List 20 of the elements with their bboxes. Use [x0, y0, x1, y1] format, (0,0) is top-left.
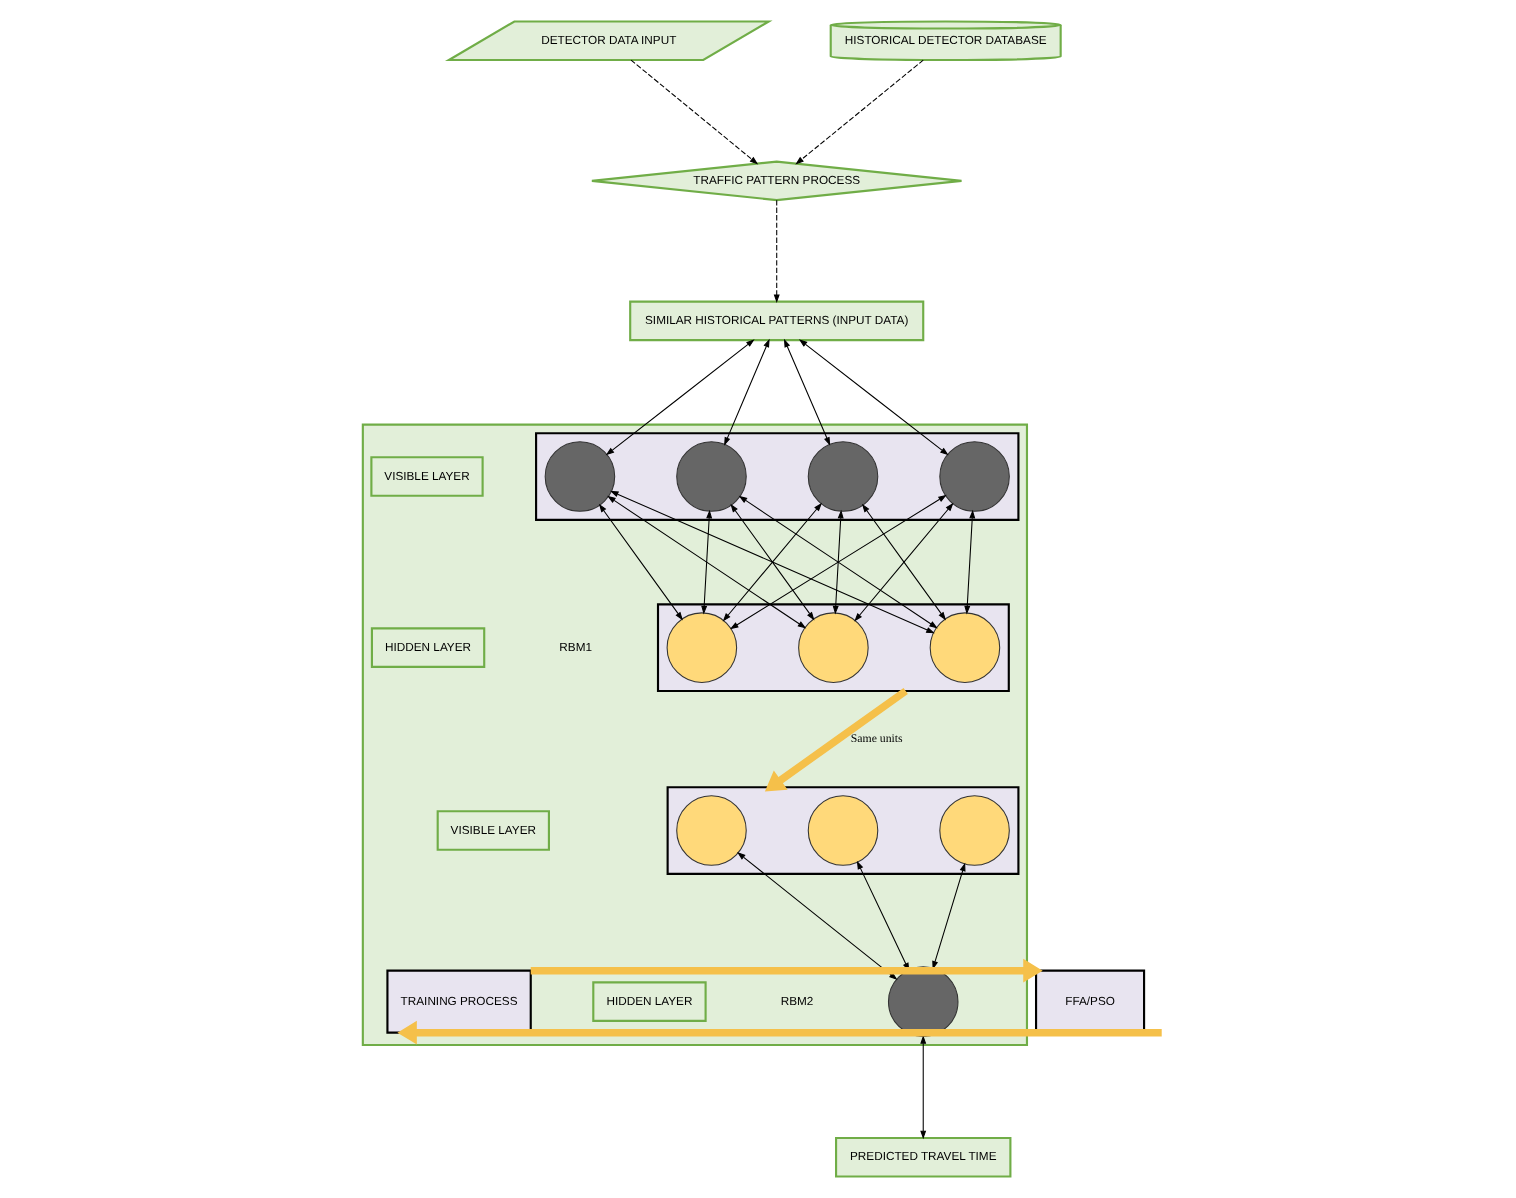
- node-circle: [807, 795, 879, 866]
- arrow: [832, 509, 844, 615]
- arrow: [598, 503, 683, 621]
- arrow: [701, 509, 713, 615]
- arrow: [964, 509, 976, 615]
- node-circle: [939, 795, 1010, 866]
- arrow: [932, 862, 966, 970]
- arrow: [783, 338, 831, 446]
- arrow: [397, 1020, 1162, 1045]
- arrow: [795, 59, 924, 165]
- arrow: [920, 1035, 927, 1140]
- arrow: [609, 490, 935, 634]
- arrow: [607, 495, 807, 629]
- arrow: [773, 199, 780, 304]
- arrow: [798, 339, 949, 456]
- arrow: [630, 59, 759, 165]
- arrow: [737, 852, 898, 981]
- arrow: [764, 687, 908, 792]
- arrow: [605, 339, 755, 456]
- arrow: [724, 338, 770, 446]
